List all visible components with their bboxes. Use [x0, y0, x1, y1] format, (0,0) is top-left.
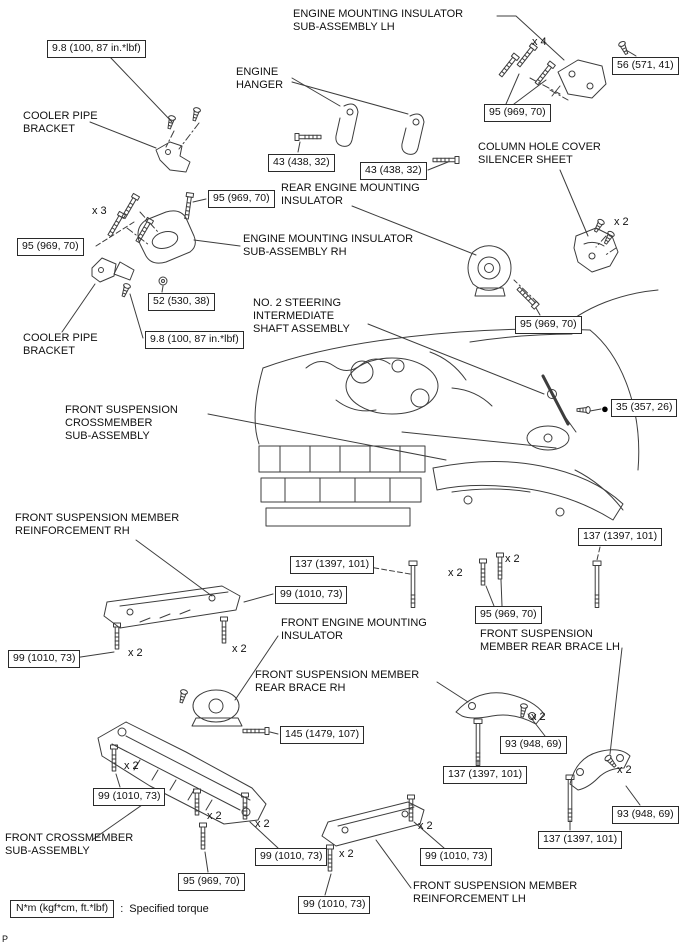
part-leader-lines — [61, 15, 623, 889]
multiplier-x2-column-cover: x 2 — [614, 216, 629, 228]
engine-bay-sketch — [254, 289, 659, 527]
torque-box-52: 52 (530, 38) — [148, 293, 215, 311]
label-column-hole-cover-silencer-sheet: COLUMN HOLE COVER SILENCER SHEET — [478, 141, 601, 166]
legend-separator: : — [120, 903, 124, 915]
multiplier-x2-brace-lh: x 2 — [617, 764, 632, 776]
engine-hanger-sketch-1 — [335, 103, 359, 147]
multiplier-x2-long-bolt-center: x 2 — [448, 567, 463, 579]
torque-box-43-hanger-2: 43 (438, 32) — [360, 162, 427, 180]
torque-box-99-crossmember-left: 99 (1010, 73) — [93, 788, 166, 806]
torque-group-35: ● 35 (357, 26) — [601, 399, 678, 417]
mounting-insulator-rh-sketch — [113, 210, 196, 281]
column-cover-sketch — [573, 227, 619, 273]
front-crossmember-sketch — [97, 721, 267, 825]
torque-box-137-right: 137 (1397, 101) — [578, 528, 663, 546]
washer-sketch — [158, 276, 168, 286]
multiplier-x4-insulator-lh: x 4 — [532, 36, 547, 48]
label-front-suspension-crossmember: FRONT SUSPENSION CROSSMEMBER SUB-ASSEMBL… — [65, 404, 178, 442]
torque-legend: N*m (kgf*cm, ft.*lbf) : Specified torque — [10, 900, 209, 918]
torque-box-95-rear-mount: 95 (969, 70) — [515, 316, 582, 334]
torque-box-99-reinf-rh-left: 99 (1010, 73) — [8, 650, 81, 668]
bolt-axis-lines — [126, 77, 617, 304]
torque-box-99-crossmember-mid: 99 (1010, 73) — [255, 848, 328, 866]
multiplier-x2-crossmember-3: x 2 — [255, 818, 270, 830]
page-corner-letter: P — [2, 934, 9, 944]
multiplier-x2-reinf-rh-2: x 2 — [232, 643, 247, 655]
label-cooler-pipe-bracket-bottom: COOLER PIPE BRACKET — [23, 332, 98, 357]
torque-box-93-brace-lh: 93 (948, 69) — [612, 806, 679, 824]
multiplier-x2-reinf-lh-1: x 2 — [339, 848, 354, 860]
label-front-crossmember: FRONT CROSSMEMBER SUB-ASSEMBLY — [5, 832, 134, 857]
torque-box-99-reinf-lh-right: 99 (1010, 73) — [420, 848, 493, 866]
torque-box-99-reinf-rh-right: 99 (1010, 73) — [275, 586, 348, 604]
label-no2-steering-intermediate-shaft: NO. 2 STEERING INTERMEDIATE SHAFT ASSEMB… — [253, 297, 350, 335]
torque-box-93-brace-rh: 93 (948, 69) — [500, 736, 567, 754]
torque-box-98-cooler-top: 9.8 (100, 87 in.*lbf) — [47, 40, 146, 58]
reinforcement-lh-sketch — [321, 801, 425, 847]
legend-description: Specified torque — [129, 903, 209, 915]
multiplier-x2-reinf-lh-2: x 2 — [418, 820, 433, 832]
label-engine-hanger: ENGINE HANGER — [236, 66, 284, 91]
torque-box-43-hanger-1: 43 (438, 32) — [268, 154, 335, 172]
multiplier-x2-crossmember-1: x 2 — [124, 760, 139, 772]
label-front-suspension-member-reinforcement-lh: FRONT SUSPENSION MEMBER REINFORCEMENT LH — [413, 880, 578, 905]
steering-shaft-sketch — [541, 374, 577, 433]
reinforcement-rh-sketch — [103, 585, 241, 629]
torque-box-95-insulator-lh: 95 (969, 70) — [484, 104, 551, 122]
engine-hanger-sketch-2 — [401, 113, 425, 155]
label-front-suspension-member-rear-brace-rh: FRONT SUSPENSION MEMBER REAR BRACE RH — [255, 669, 420, 694]
label-rear-engine-mounting-insulator: REAR ENGINE MOUNTING INSULATOR — [281, 182, 420, 207]
torque-box-99-reinf-lh-bottom: 99 (1010, 73) — [298, 896, 371, 914]
rear-mount-sketch — [467, 245, 512, 297]
legend-unit-box: N*m (kgf*cm, ft.*lbf) — [10, 900, 115, 918]
multiplier-x2-brace-rh: x 2 — [531, 711, 546, 723]
torque-box-145: 145 (1479, 107) — [280, 726, 365, 744]
front-engine-mount-sketch — [191, 689, 243, 727]
multiplier-x2-reinf-rh-1: x 2 — [128, 647, 143, 659]
cooler-bracket-bottom-sketch — [91, 257, 117, 283]
torque-box-137-center: 137 (1397, 101) — [290, 556, 375, 574]
torque-box-35: 35 (357, 26) — [610, 399, 678, 417]
label-cooler-pipe-bracket-top: COOLER PIPE BRACKET — [23, 110, 98, 135]
label-engine-mounting-insulator-rh: ENGINE MOUNTING INSULATOR SUB-ASSEMBLY R… — [243, 233, 414, 258]
label-front-suspension-member-reinforcement-rh: FRONT SUSPENSION MEMBER REINFORCEMENT RH — [15, 512, 180, 537]
torque-box-95-crossmember-bottom: 95 (969, 70) — [178, 873, 245, 891]
multiplier-x2-crossmember-2: x 2 — [207, 810, 222, 822]
torque-box-56: 56 (571, 41) — [612, 57, 679, 75]
torque-box-98-cooler-bottom: 9.8 (100, 87 in.*lbf) — [145, 331, 244, 349]
torque-box-95-mount-rh-top: 95 (969, 70) — [208, 190, 275, 208]
torque-box-95-crossmember: 95 (969, 70) — [475, 606, 542, 624]
multiplier-x3-mount-rh: x 3 — [92, 205, 107, 217]
bullet-marker-icon: ● — [601, 400, 609, 416]
torque-box-137-brace-lh: 137 (1397, 101) — [538, 831, 623, 849]
torque-leader-lines — [73, 49, 641, 896]
label-engine-mounting-insulator-lh: ENGINE MOUNTING INSULATOR SUB-ASSEMBLY L… — [293, 8, 464, 33]
label-front-suspension-member-rear-brace-lh: FRONT SUSPENSION MEMBER REAR BRACE LH — [480, 628, 620, 653]
multiplier-x2-crossmember-bolts: x 2 — [505, 553, 520, 565]
rear-brace-rh-sketch — [455, 692, 545, 725]
rear-brace-lh-sketch — [569, 749, 631, 791]
mounting-insulator-lh-sketch — [551, 59, 607, 99]
cooler-bracket-top-sketch — [155, 141, 191, 173]
label-front-engine-mounting-insulator: FRONT ENGINE MOUNTING INSULATOR — [281, 617, 427, 642]
torque-box-137-brace-rh: 137 (1397, 101) — [443, 766, 528, 784]
torque-box-95-mount-rh-left: 95 (969, 70) — [17, 238, 84, 256]
